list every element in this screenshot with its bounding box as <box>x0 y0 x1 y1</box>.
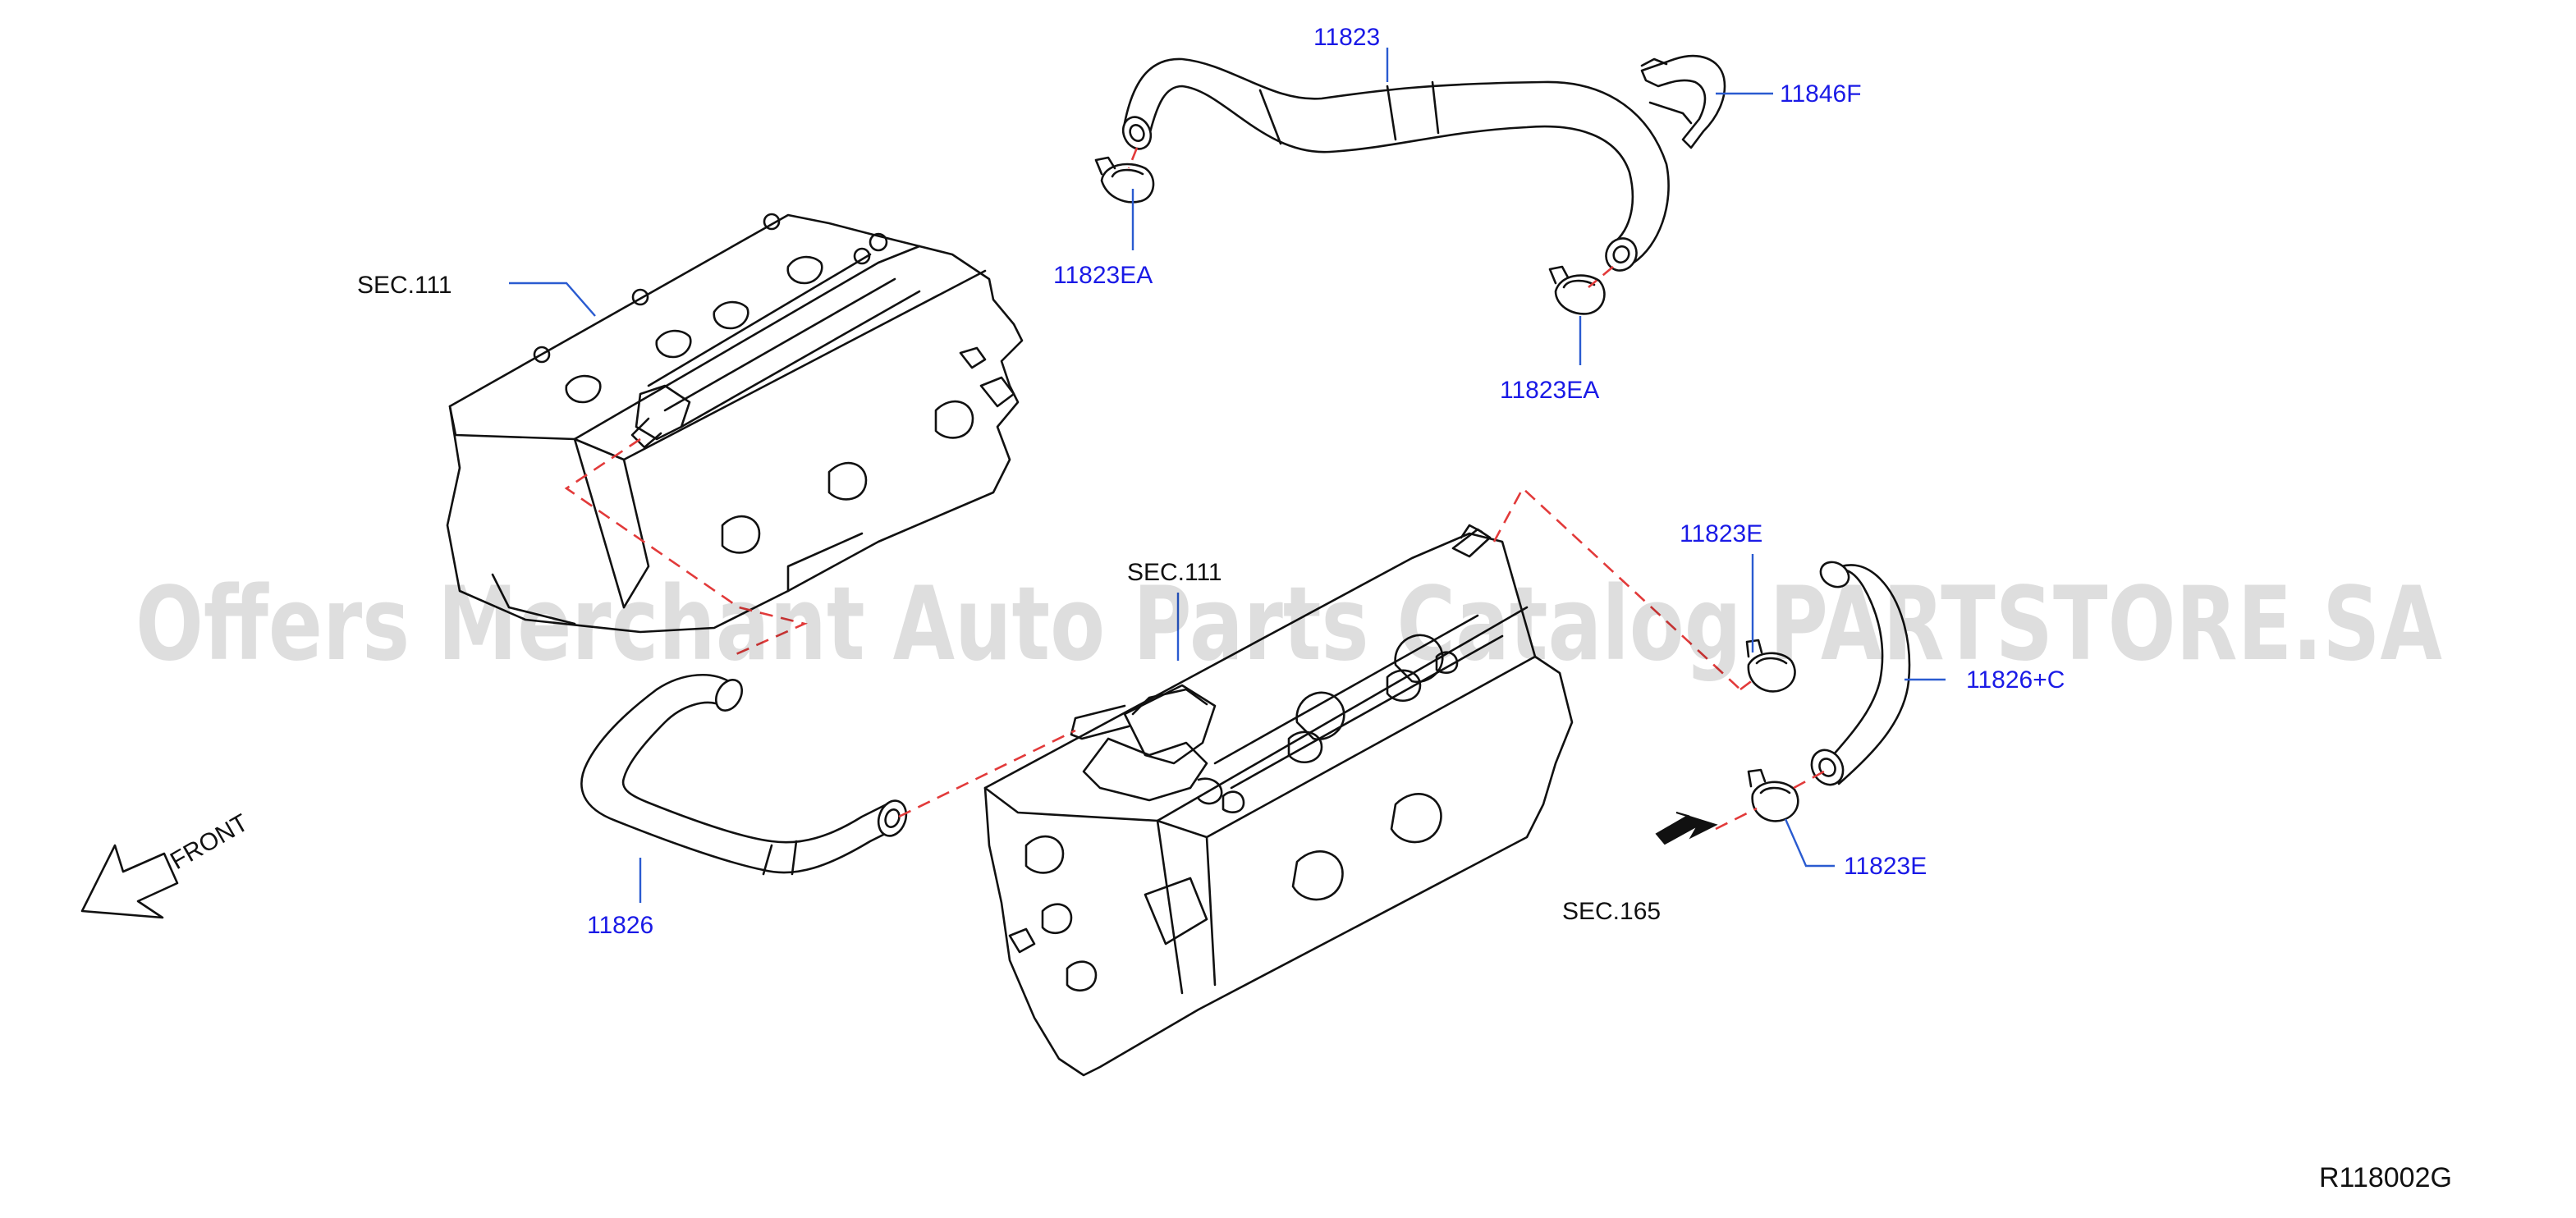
label-clamp-11823e-bottom: 11823E <box>1844 853 1927 880</box>
clamp-11823ea-right <box>1548 265 1606 315</box>
label-clip-11846f: 11846F <box>1780 80 1862 108</box>
hose-11826c <box>1810 561 1911 786</box>
label-clamp-11823e-top: 11823E <box>1680 520 1762 547</box>
clamp-11823e-bottom <box>1747 768 1799 822</box>
label-hose-11823: 11823 <box>1313 24 1380 51</box>
label-clamp-11823ea-right: 11823EA <box>1500 377 1599 404</box>
intake-direction-arrow <box>1655 812 1718 845</box>
hose-11823 <box>1121 57 1670 272</box>
label-sec-165: SEC.165 <box>1562 898 1661 925</box>
hose-11826 <box>580 673 908 876</box>
clamp-11823ea-left <box>1094 156 1155 204</box>
label-hose-11826c: 11826+C <box>1966 666 2065 694</box>
cylinder-head-center <box>983 524 1574 1077</box>
connection-lines <box>564 147 1825 831</box>
front-arrow-icon <box>80 844 179 919</box>
label-hose-11826: 11826 <box>587 912 653 939</box>
label-sec-111-left: SEC.111 <box>357 272 452 299</box>
diagram-reference-code: R118002G <box>2319 1162 2452 1193</box>
cylinder-head-left <box>446 213 1024 634</box>
watermark-text: Offers Merchant Auto Parts Catalog PARTS… <box>135 566 2442 684</box>
leader-lines <box>509 48 1946 903</box>
clip-11846f <box>1640 54 1726 149</box>
label-clamp-11823ea-left: 11823EA <box>1053 262 1153 289</box>
label-front: FRONT <box>166 809 253 875</box>
label-sec-111-center: SEC.111 <box>1127 559 1222 586</box>
